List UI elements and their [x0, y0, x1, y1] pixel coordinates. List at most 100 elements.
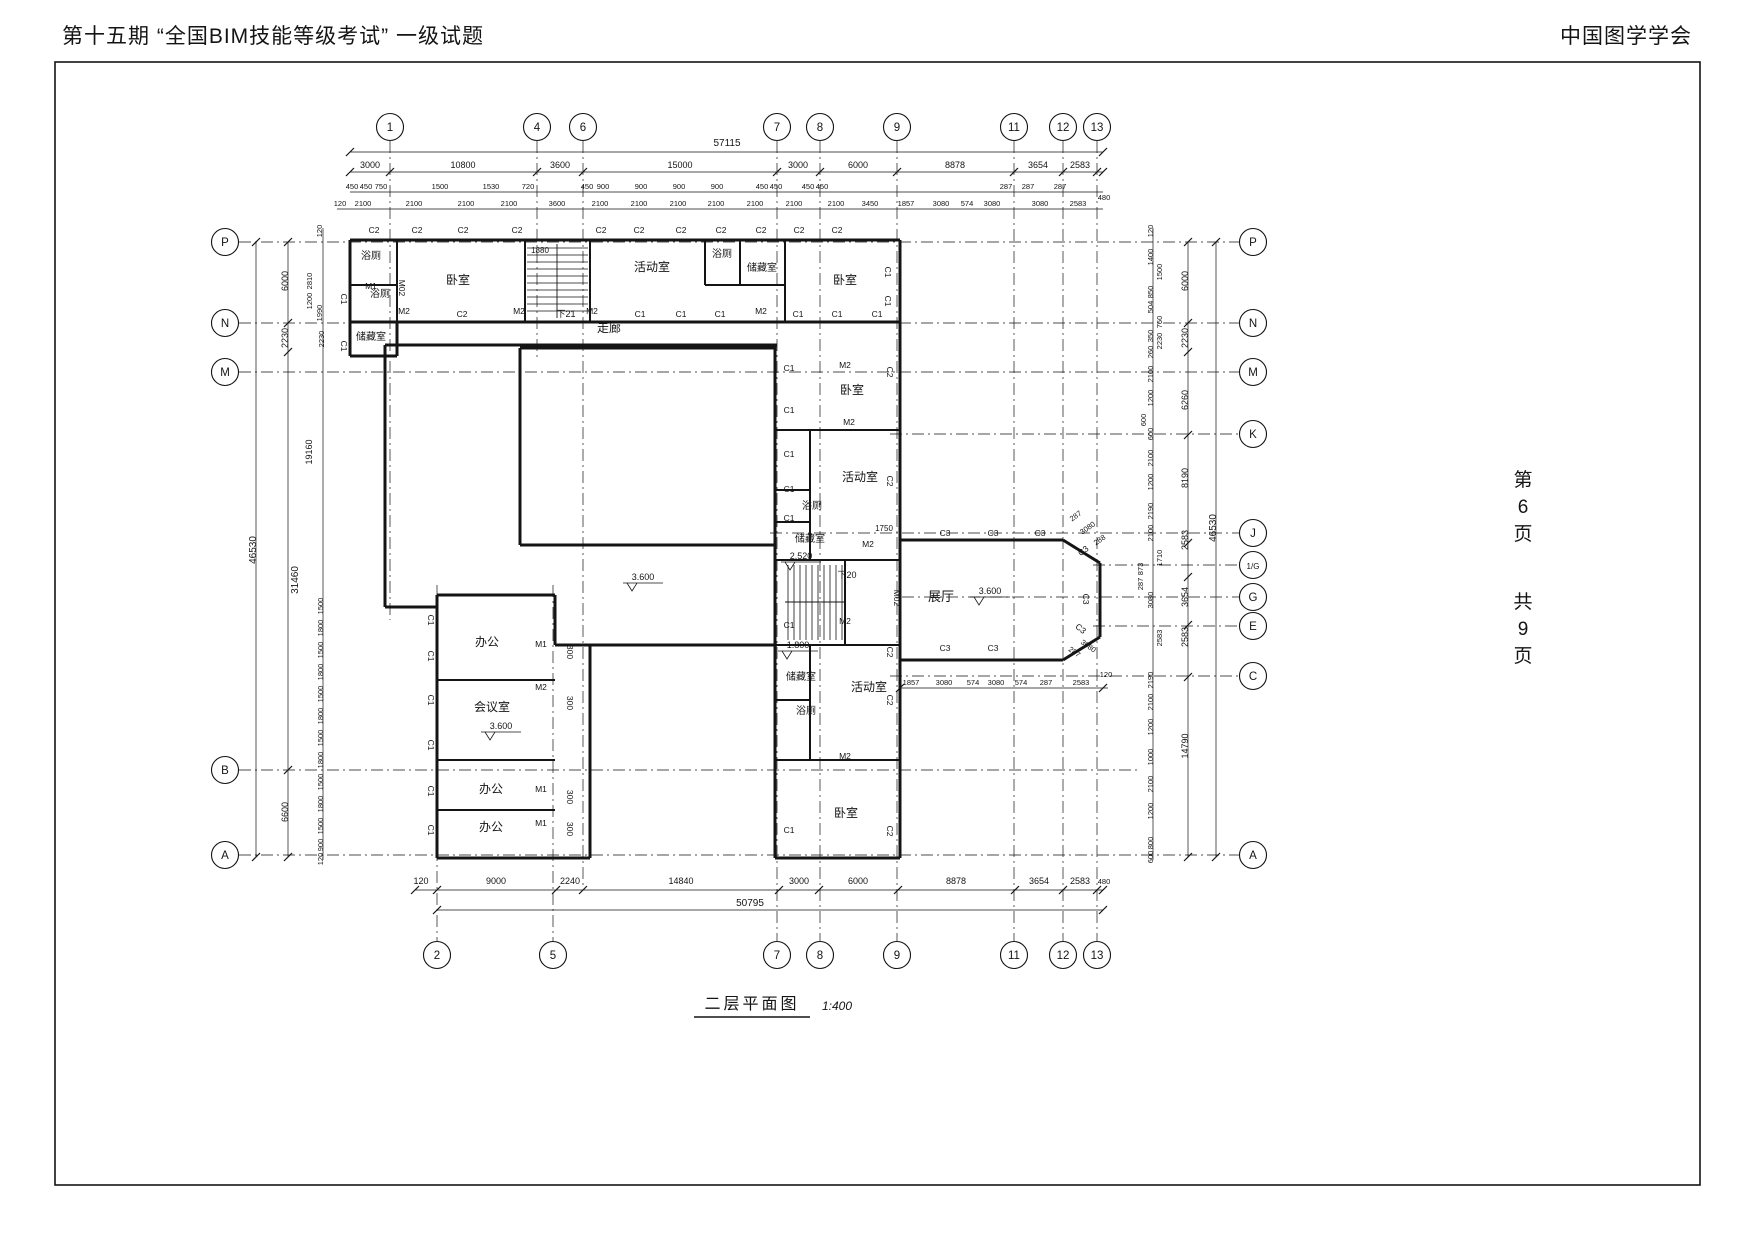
dimension-tick — [532, 167, 542, 177]
opening-tag: C1 — [635, 309, 646, 319]
dim-label: 287 — [1054, 182, 1067, 191]
dim-label: 15000 — [667, 160, 692, 170]
grid-bubble — [375, 112, 405, 142]
grid-bubble — [762, 940, 792, 970]
level-value: 3.600 — [979, 586, 1002, 596]
dim-label: 14840 — [668, 876, 693, 886]
dim-label: 3080 — [988, 678, 1005, 687]
dim-label: 1500 — [316, 730, 325, 747]
grid-bubble-label: 1/G — [1247, 562, 1260, 571]
room-label: 走廊 — [597, 320, 621, 335]
opening-tag: M2 — [839, 360, 851, 370]
dim-label: 8878 — [946, 876, 966, 886]
dim-label: 750 — [375, 182, 388, 191]
opening-tag: C1 — [883, 296, 893, 307]
grid-bubble-label: K — [1249, 429, 1257, 441]
room-label: 储藏室 — [356, 330, 386, 343]
level-triangle-symbol — [784, 561, 796, 571]
opening-tag: C2 — [676, 225, 687, 235]
grid-bubble — [210, 357, 240, 387]
dim-label: 2100 — [1146, 694, 1155, 711]
opening-tag: 300 — [565, 696, 575, 710]
wall — [1062, 538, 1101, 565]
dim-label: 260 — [1146, 346, 1155, 359]
grid-bubble — [1048, 940, 1078, 970]
exam-title: 第十五期 “全国BIM技能等级考试” 一级试题 — [62, 25, 484, 48]
opening-tag: C1 — [784, 363, 795, 373]
opening-tag: C2 — [369, 225, 380, 235]
opening-tag: C1 — [426, 695, 436, 706]
grid-bubble-label: 2 — [434, 950, 440, 962]
opening-tag: M2 — [843, 417, 855, 427]
dim-label: 3654 — [1028, 160, 1048, 170]
page-number-char: 共 — [1513, 591, 1532, 613]
page-number-char: 页 — [1513, 646, 1532, 667]
grid-bubble-label: 13 — [1091, 122, 1104, 134]
dim-label: 19160 — [304, 439, 314, 464]
dim-label: 50795 — [736, 898, 764, 909]
dim-label: 14790 — [1180, 733, 1190, 758]
page-number: 第 6 页 共 9 页 — [1513, 469, 1532, 667]
dim-label: 46530 — [1208, 514, 1219, 542]
dim-label: 2240 — [560, 876, 580, 886]
grid-bubble — [1238, 550, 1268, 580]
room-label: 卧室 — [446, 272, 470, 287]
opening-tag: C1 — [784, 449, 795, 459]
dim-label: 2583 — [1070, 876, 1090, 886]
level-triangle-symbol — [484, 731, 496, 741]
dim-label: 480 — [1098, 193, 1111, 202]
dim-label: 1000 — [1146, 749, 1155, 766]
dim-label: 287 — [1040, 678, 1053, 687]
dimension-tick — [283, 852, 293, 862]
opening-tag: M02 — [397, 280, 407, 297]
grid-bubble — [1048, 112, 1078, 142]
opening-tag: C1 — [426, 740, 436, 751]
grid-bubble — [538, 940, 568, 970]
room-label: 办公 — [479, 781, 503, 796]
opening-tag: C2 — [885, 476, 895, 487]
dim-label: 2100 — [786, 199, 803, 208]
dim-label: 3000 — [789, 876, 809, 886]
dim-label: 3080 — [984, 199, 1001, 208]
grid-bubble-label: 1 — [387, 122, 393, 134]
opening-tag: M2 — [513, 306, 525, 316]
dimension-tick — [551, 885, 561, 895]
grid-bubble-label: 4 — [534, 122, 541, 134]
opening-tag: 1880 — [531, 246, 549, 255]
dimension-tick — [1058, 885, 1068, 895]
grid-bubble-label: 8 — [817, 122, 823, 134]
dimension-tick — [283, 237, 293, 247]
opening-tag: 300 — [565, 790, 575, 804]
grid-bubble — [1238, 840, 1268, 870]
room-label: 浴厕 — [802, 500, 822, 512]
dim-label: 3080 — [933, 199, 950, 208]
dim-label: 120 — [315, 225, 324, 238]
dim-label: 1500 — [316, 642, 325, 659]
room-label: 浴厕 — [796, 705, 816, 717]
room-label: 浴厕 — [370, 288, 390, 300]
grid-bubble — [1082, 112, 1112, 142]
room-label: 展厅 — [928, 589, 954, 604]
dim-label: 2100 — [747, 199, 764, 208]
opening-tag: C1 — [784, 825, 795, 835]
room-label: 活动室 — [851, 679, 887, 694]
dimension-tick — [1009, 167, 1019, 177]
dim-label: 6000 — [848, 876, 868, 886]
dimension-tick — [1010, 885, 1020, 895]
dim-label: 2810 — [305, 273, 314, 290]
dim-label: 46530 — [248, 536, 259, 564]
dim-label: 1200 — [305, 293, 314, 310]
opening-tag: M02 — [892, 590, 902, 607]
grid-bubble-label: 6 — [580, 122, 586, 134]
room-label: 卧室 — [834, 805, 858, 820]
dimension-tick — [1183, 538, 1193, 548]
dim-label: 900 — [597, 182, 610, 191]
dim-label: 2100 — [828, 199, 845, 208]
opening-tag: C1 — [793, 309, 804, 319]
dim-label: 1200 — [1146, 390, 1155, 407]
dimension-tick — [1183, 620, 1193, 630]
dimension-tick — [814, 885, 824, 895]
dimension-tick — [1098, 147, 1108, 157]
opening-tag: C1 — [426, 786, 436, 797]
